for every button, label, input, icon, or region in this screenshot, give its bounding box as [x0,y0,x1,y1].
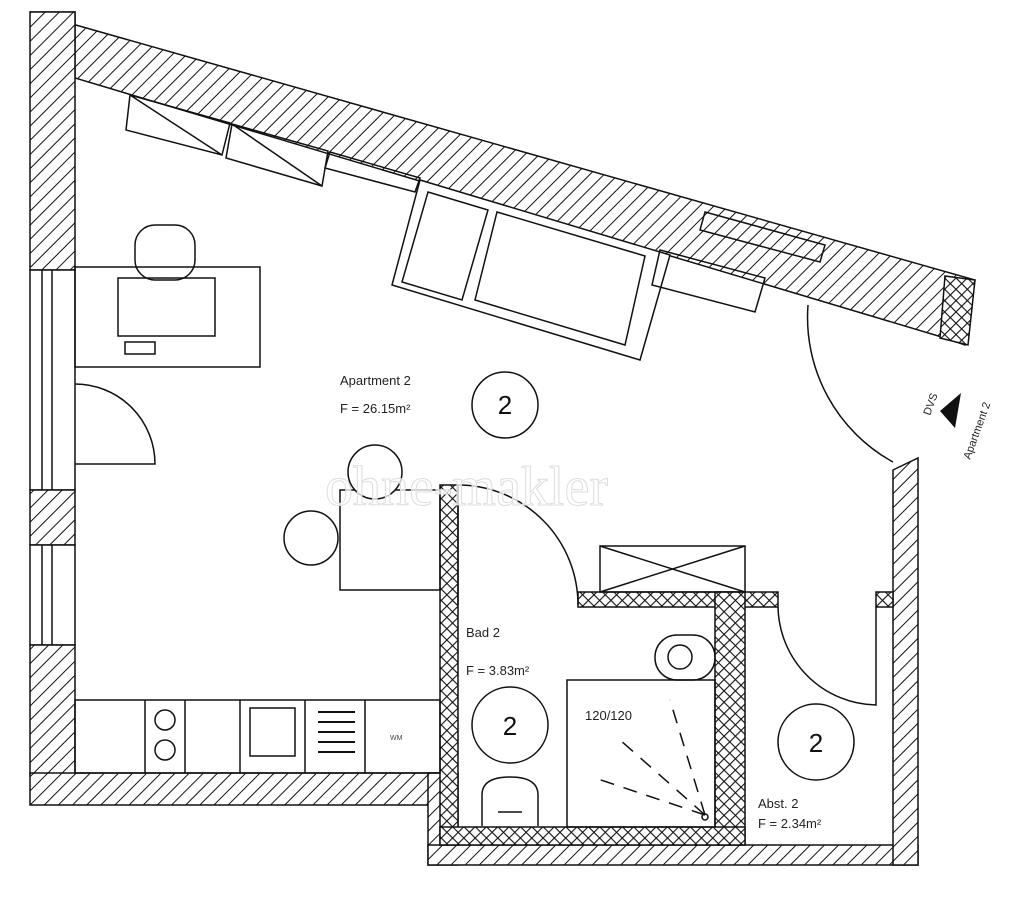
dvs-label: DVS [922,392,941,417]
watermark: ohne-makler [325,456,608,518]
room-name-storage: Abst. 2 [758,796,798,811]
desk [74,266,261,368]
chair [134,224,196,281]
shower-size-label: 120/120 [585,708,632,723]
exterior-wall-bottom [29,772,441,806]
kitchen-counter [74,699,441,774]
exterior-wall-left [29,11,76,271]
room-area-bath: F = 3.83m² [466,663,530,678]
room-number-storage: 2 [809,728,823,758]
room-number-bath: 2 [503,711,517,741]
entrance-label: Apartment 2 [962,401,994,461]
shower [566,679,716,828]
exterior-wall-right [892,456,919,866]
bathroom-wall [439,484,459,846]
room-name-bath: Bad 2 [466,625,500,640]
wall-corner-crosshatch [939,275,976,346]
room-number-apartment: 2 [498,390,512,420]
room-name-apartment: Apartment 2 [340,373,411,388]
room-area-storage: F = 2.34m² [758,816,822,831]
room-area-apartment: F = 26.15m² [340,401,411,416]
washing-machine-label: WM [390,735,403,742]
entrance-arrow-icon [940,393,961,428]
sofa [391,179,671,361]
